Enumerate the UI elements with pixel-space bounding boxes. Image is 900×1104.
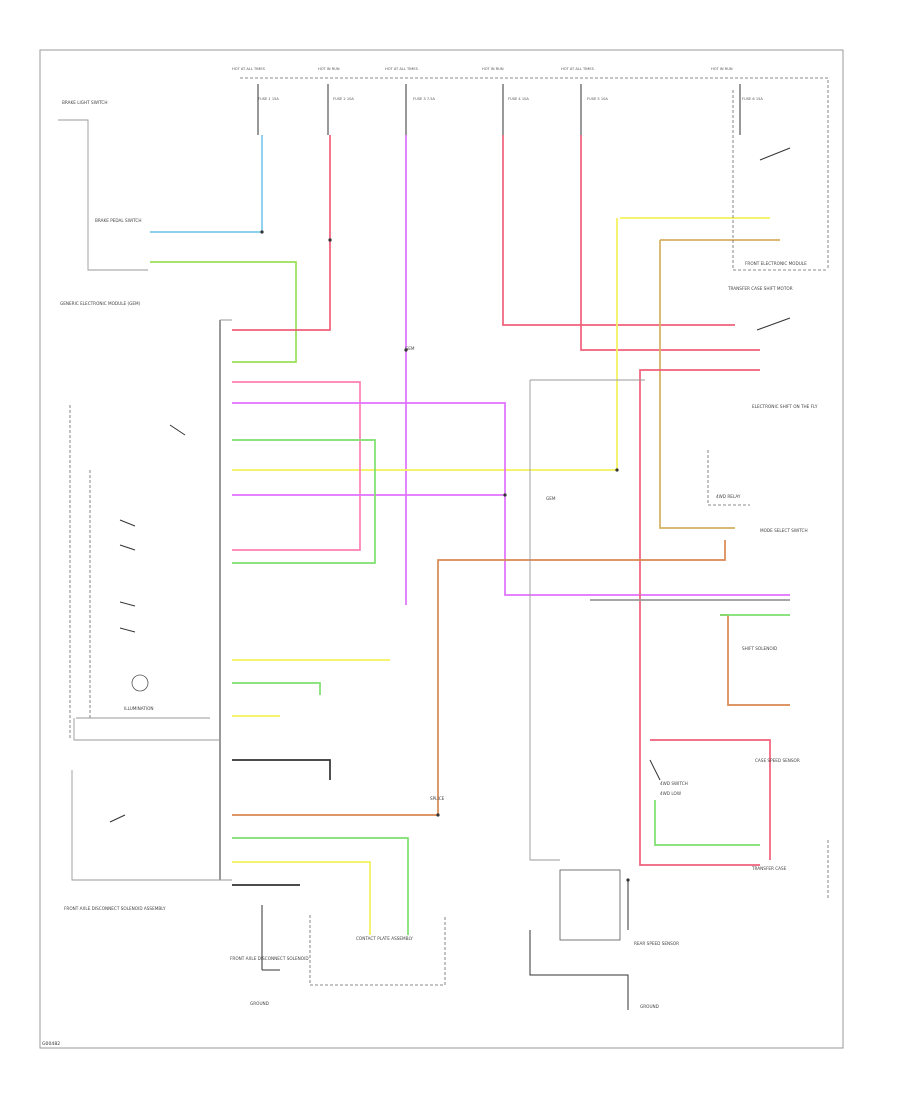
wire-green-top bbox=[150, 261, 297, 363]
mode-switch-label: MODE SELECT SWITCH bbox=[760, 528, 808, 533]
wire-pink-1 bbox=[232, 381, 361, 551]
wire-yellow-long bbox=[232, 218, 618, 471]
wire-light-blue bbox=[150, 135, 263, 233]
right-low-label: 4WD RELAY bbox=[716, 494, 741, 499]
fuse-header-group: HOT AT ALL TIMES HOT IN RUN HOT AT ALL T… bbox=[232, 67, 733, 71]
solenoid-label: FRONT AXLE DISCONNECT SOLENOID bbox=[230, 956, 309, 961]
module-label: GENERIC ELECTRONIC MODULE (GEM) bbox=[60, 301, 141, 306]
splice-label: SPLICE bbox=[430, 796, 445, 801]
trans-switch-label: TRANSFER CASE SHIFT MOTOR bbox=[727, 286, 793, 291]
wires-group bbox=[150, 135, 790, 935]
transfer-case-ground bbox=[529, 930, 629, 1010]
component-labels: GENERIC ELECTRONIC MODULE (GEM) BRAKE LI… bbox=[60, 100, 818, 1009]
fuse-value-2: FUSE 2 10A bbox=[333, 97, 354, 101]
speed-sensor-label: REAR SPEED SENSOR bbox=[634, 941, 679, 946]
gem-right-label: GEM bbox=[546, 496, 556, 501]
ground-label-left: GROUND bbox=[250, 1001, 269, 1006]
left-module-outline bbox=[69, 405, 91, 740]
wire-green-bottom bbox=[232, 837, 409, 935]
wire-black-1 bbox=[232, 759, 331, 780]
left-switch-b-label: 4WD LOW bbox=[660, 791, 681, 796]
wire-magenta bbox=[232, 402, 790, 596]
right-mid-label: ELECTRONIC SHIFT ON THE FLY bbox=[752, 404, 818, 409]
wire-orange bbox=[232, 540, 726, 816]
wire-red-2 bbox=[502, 135, 735, 326]
splice-dot bbox=[328, 238, 332, 242]
fuse-drops bbox=[257, 84, 741, 135]
ground-outline bbox=[73, 717, 220, 741]
fuse-value-4: FUSE 4 10A bbox=[508, 97, 529, 101]
fuse-values-group: FUSE 1 15A FUSE 2 10A FUSE 3 7.5A FUSE 4… bbox=[258, 97, 763, 101]
fuse-label-6: HOT IN RUN bbox=[711, 67, 733, 71]
gem-connector-ends bbox=[220, 319, 232, 881]
brake-switch-outline bbox=[58, 119, 148, 271]
fuse-value-1: FUSE 1 15A bbox=[258, 97, 279, 101]
splice-dot bbox=[615, 468, 619, 472]
wire-red-3 bbox=[580, 135, 760, 351]
case-speed-label: CASE SPEED SENSOR bbox=[755, 758, 800, 763]
splice-dot bbox=[503, 493, 507, 497]
shift-motor-outline bbox=[707, 450, 750, 506]
fuse-value-5: FUSE 5 10A bbox=[587, 97, 608, 101]
wire-yellow-bottom bbox=[232, 861, 371, 935]
right-switch-contacts bbox=[649, 147, 791, 781]
hazard-switch-label: BRAKE LIGHT SWITCH bbox=[62, 100, 107, 105]
contact-plate-label: CONTACT PLATE ASSEMBLY bbox=[356, 936, 413, 941]
gray-signal-route bbox=[529, 379, 645, 861]
fuse-label-1: HOT AT ALL TIMES bbox=[232, 67, 266, 71]
wire-red-right bbox=[639, 369, 760, 866]
gem-label: GEM bbox=[405, 346, 415, 351]
brake-pedal-label: BRAKE PEDAL SWITCH bbox=[95, 218, 141, 223]
solenoid-outline bbox=[309, 915, 446, 986]
splice-dot bbox=[404, 348, 408, 352]
transfer-case-module bbox=[559, 869, 621, 941]
diagram-frame bbox=[39, 49, 844, 1049]
lower-left-outline bbox=[71, 770, 220, 881]
splice-dot bbox=[260, 230, 264, 234]
wire-red-right-2 bbox=[650, 739, 771, 860]
wire-green-lower bbox=[654, 800, 760, 846]
illumination-lamp-icon bbox=[131, 674, 149, 692]
switch-symbols bbox=[109, 147, 791, 823]
bottom-left-label: FRONT AXLE DISCONNECT SOLENOID ASSEMBLY bbox=[64, 906, 166, 911]
transfer-case-label: TRANSFER CASE bbox=[751, 866, 787, 871]
wire-orange-2 bbox=[720, 614, 790, 706]
fuse-label-5: HOT AT ALL TIMES bbox=[561, 67, 595, 71]
fuse-value-3: FUSE 3 7.5A bbox=[413, 97, 436, 101]
splice-dot bbox=[436, 813, 440, 817]
fuse-label-2: HOT IN RUN bbox=[318, 67, 340, 71]
fuse-panel-border bbox=[240, 77, 829, 270]
wire-green-4 bbox=[232, 682, 321, 695]
left-switch-label: 4WD SWITCH bbox=[660, 781, 688, 786]
fuse-value-6: FUSE 6 15A bbox=[742, 97, 763, 101]
wire-red-1 bbox=[232, 135, 331, 331]
diagram-id: G00482 bbox=[42, 1041, 60, 1047]
front-module-label: FRONT ELECTRONIC MODULE bbox=[745, 261, 807, 266]
wire-tan-long bbox=[659, 240, 735, 529]
illumination-label: ILLUMINATION bbox=[124, 706, 154, 711]
solenoid-ground bbox=[261, 905, 280, 971]
front-module-outline bbox=[732, 90, 828, 271]
wire-green-mid bbox=[232, 439, 376, 564]
fuse-label-4: HOT IN RUN bbox=[482, 67, 504, 71]
switch-contacts bbox=[109, 424, 186, 823]
fuse-label-3: HOT AT ALL TIMES bbox=[385, 67, 419, 71]
ground-label-right: GROUND bbox=[640, 1004, 659, 1009]
shift-solenoid-label: SHIFT SOLENOID bbox=[742, 646, 777, 651]
